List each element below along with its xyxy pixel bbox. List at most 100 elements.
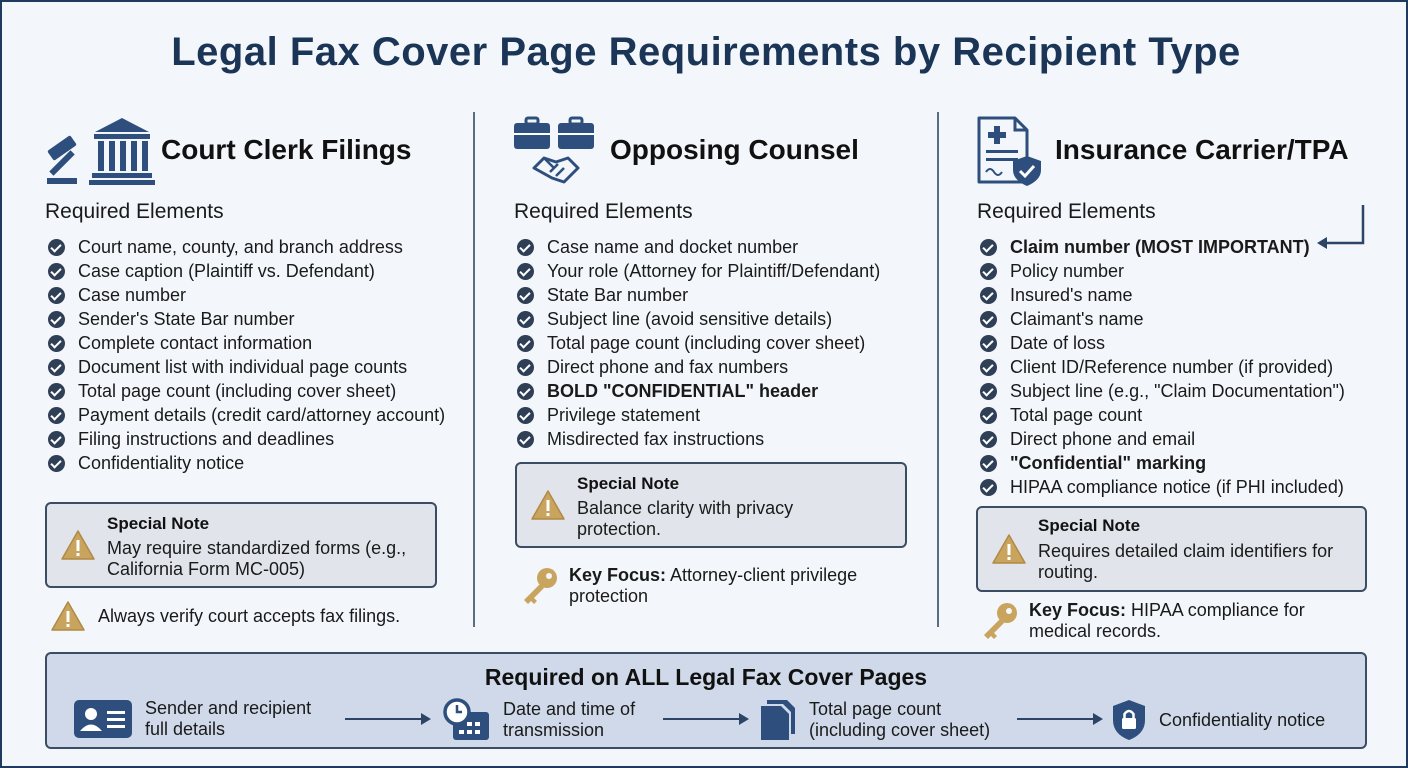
list-item: Date of loss [980, 331, 1345, 355]
list-item: Case name and docket number [517, 235, 880, 259]
list-item: Misdirected fax instructions [517, 427, 880, 451]
special-note-text: May require standardized forms (e.g., Ca… [107, 538, 407, 579]
list-item: Confidentiality notice [48, 451, 445, 475]
check-icon [517, 334, 534, 352]
check-icon [517, 286, 534, 304]
warning-icon [531, 490, 565, 520]
key-focus: Key Focus: HIPAA compliance for medical … [979, 600, 1375, 642]
verify-text: Always verify court accepts fax filings. [98, 605, 401, 626]
list-item: Filing instructions and deadlines [48, 427, 445, 451]
check-icon [48, 382, 65, 400]
special-note-title: Special Note [1038, 516, 1141, 535]
key-focus-text: Key Focus: HIPAA compliance for medical … [1029, 600, 1305, 641]
check-icon [980, 406, 997, 424]
column-header: Opposing Counsel [512, 107, 859, 192]
column-header: Court Clerk Filings [45, 107, 411, 192]
briefcase-handshake-icon [514, 116, 594, 183]
special-note-box: Special Note May require standardized fo… [45, 502, 437, 588]
check-icon [48, 238, 65, 256]
check-icon [517, 382, 534, 400]
check-icon [517, 310, 534, 328]
banner-step: Total page count (including cover sheet) [759, 698, 1029, 742]
list-item: Subject line (e.g., "Claim Documentation… [980, 379, 1345, 403]
required-elements-title: Required Elements [45, 200, 224, 223]
column-heading: Court Clerk Filings [161, 133, 412, 165]
column-divider [473, 112, 475, 627]
banner-step: Date and time of transmission [443, 698, 653, 742]
check-icon [48, 286, 65, 304]
check-icon [48, 262, 65, 280]
list-item: Payment details (credit card/attorney ac… [48, 403, 445, 427]
step-text: Total page count (including cover sheet) [809, 699, 991, 740]
list-item: "Confidential" marking [980, 451, 1345, 475]
list-item: Total page count (including cover sheet) [517, 331, 880, 355]
check-icon [48, 454, 65, 472]
required-elements-title: Required Elements [514, 200, 693, 223]
special-note-title: Special Note [577, 474, 680, 493]
check-icon [48, 406, 65, 424]
check-icon [980, 478, 997, 496]
list-item: Claim number (MOST IMPORTANT) [980, 235, 1345, 259]
special-note-title: Special Note [107, 514, 210, 533]
key-focus-text: Key Focus: Attorney-client privilege pro… [569, 565, 858, 606]
list-item: Case caption (Plaintiff vs. Defendant) [48, 259, 445, 283]
column-header: Insurance Carrier/TPA [975, 107, 1349, 192]
callout-arrow [1317, 205, 1365, 249]
warning-icon [992, 534, 1026, 564]
check-icon [980, 310, 997, 328]
column-heading: Insurance Carrier/TPA [1055, 133, 1349, 165]
banner-title: Required on ALL Legal Fax Cover Pages [484, 664, 928, 690]
special-note-text: Balance clarity with privacy protection. [577, 498, 794, 539]
required-elements-list: Claim number (MOST IMPORTANT) Policy num… [980, 235, 1345, 499]
clock-calendar-icon [443, 698, 489, 740]
id-card-icon [74, 700, 132, 738]
page-title: Legal Fax Cover Page Requirements by Rec… [171, 30, 1241, 74]
check-icon [48, 334, 65, 352]
check-icon [980, 286, 997, 304]
list-item: Direct phone and fax numbers [517, 355, 880, 379]
arrow-icon [1017, 713, 1103, 725]
list-item: Direct phone and email [980, 427, 1345, 451]
step-text: Sender and recipient full details [145, 698, 312, 739]
special-note-box: Special Note Requires detailed claim ide… [976, 506, 1367, 592]
banner-step: Sender and recipient full details [73, 698, 343, 740]
list-item: BOLD "CONFIDENTIAL" header [517, 379, 880, 403]
check-icon [980, 238, 997, 256]
step-text: Confidentiality notice [1159, 709, 1326, 730]
list-item: Total page count (including cover sheet) [48, 379, 445, 403]
column-heading: Opposing Counsel [610, 133, 859, 165]
key-focus: Key Focus: Attorney-client privilege pro… [519, 565, 919, 607]
verify-note: Always verify court accepts fax filings. [50, 600, 400, 632]
list-item: Court name, county, and branch address [48, 235, 445, 259]
check-icon [48, 358, 65, 376]
check-icon [517, 238, 534, 256]
list-item: Case number [48, 283, 445, 307]
check-icon [517, 262, 534, 280]
list-item: Complete contact information [48, 331, 445, 355]
all-pages-banner: Required on ALL Legal Fax Cover Pages Se… [45, 652, 1367, 749]
pages-icon [761, 700, 795, 740]
check-icon [517, 406, 534, 424]
gavel-courthouse-icon [47, 117, 155, 185]
check-icon [980, 430, 997, 448]
list-item: Document list with individual page count… [48, 355, 445, 379]
warning-icon [61, 530, 95, 560]
list-item: State Bar number [517, 283, 880, 307]
list-item: Claimant's name [980, 307, 1345, 331]
special-note-box: Special Note Balance clarity with privac… [515, 462, 907, 548]
special-note-text: Requires detailed claim identifiers for … [1038, 541, 1334, 582]
arrow-icon [663, 713, 749, 725]
check-icon [980, 382, 997, 400]
list-item: Policy number [980, 259, 1345, 283]
required-elements-title: Required Elements [977, 200, 1156, 223]
list-item: Subject line (avoid sensitive details) [517, 307, 880, 331]
list-item: Privilege statement [517, 403, 880, 427]
required-elements-list: Case name and docket number Your role (A… [517, 235, 880, 451]
check-icon [980, 358, 997, 376]
check-icon [980, 454, 997, 472]
check-icon [517, 430, 534, 448]
list-item: Client ID/Reference number (if provided) [980, 355, 1345, 379]
column-divider [937, 112, 939, 627]
warning-icon [51, 601, 85, 631]
